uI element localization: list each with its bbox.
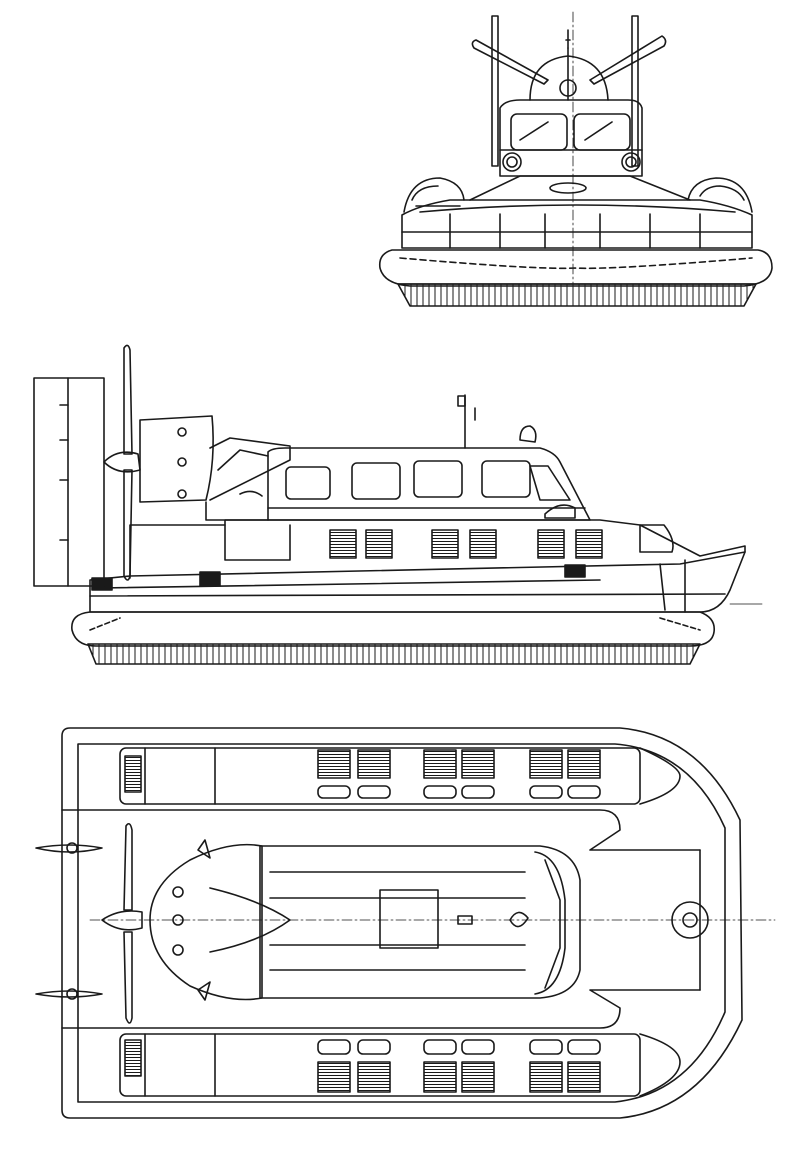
front-fan-duct: [530, 56, 608, 100]
top-side-pod-lower: [120, 1034, 680, 1096]
front-headlight-right: [622, 153, 640, 171]
side-cushion: [72, 612, 714, 646]
front-propeller-left: [472, 40, 548, 84]
front-headlight-left: [503, 153, 521, 171]
front-view: [380, 12, 772, 306]
front-window-right: [574, 114, 630, 150]
front-hull: [402, 200, 752, 248]
front-rudder-right: [632, 16, 638, 166]
front-propeller-right: [590, 36, 666, 84]
side-lower-windows: [330, 530, 602, 558]
top-propeller-lower: [124, 932, 132, 1023]
front-window-left: [511, 114, 567, 150]
top-fan-nacelle: [150, 845, 262, 1000]
side-view: [34, 345, 762, 664]
side-upper-windows: [286, 461, 570, 500]
side-propeller-upper: [124, 345, 132, 454]
side-skirt: [88, 644, 700, 664]
top-view: [36, 728, 775, 1118]
top-rudder-upper: [36, 845, 102, 852]
top-hull-outline: [62, 728, 742, 1118]
top-propeller-upper: [124, 824, 132, 910]
front-cabin: [500, 100, 642, 176]
side-hull: [90, 552, 745, 612]
side-propeller-lower: [124, 470, 132, 580]
front-rudder-left: [492, 16, 498, 166]
top-roof-hatch: [380, 890, 438, 948]
side-rudder: [34, 378, 104, 586]
top-cabin-roof: [260, 846, 580, 998]
front-cushion: [380, 250, 772, 286]
front-left-dome: [404, 178, 464, 212]
top-rudder-lower: [36, 991, 102, 997]
side-upper-cabin: [268, 448, 590, 520]
front-right-dome: [688, 178, 752, 212]
side-fan-duct: [140, 416, 213, 502]
top-side-pod-upper: [120, 748, 680, 804]
front-skirt: [398, 284, 756, 306]
